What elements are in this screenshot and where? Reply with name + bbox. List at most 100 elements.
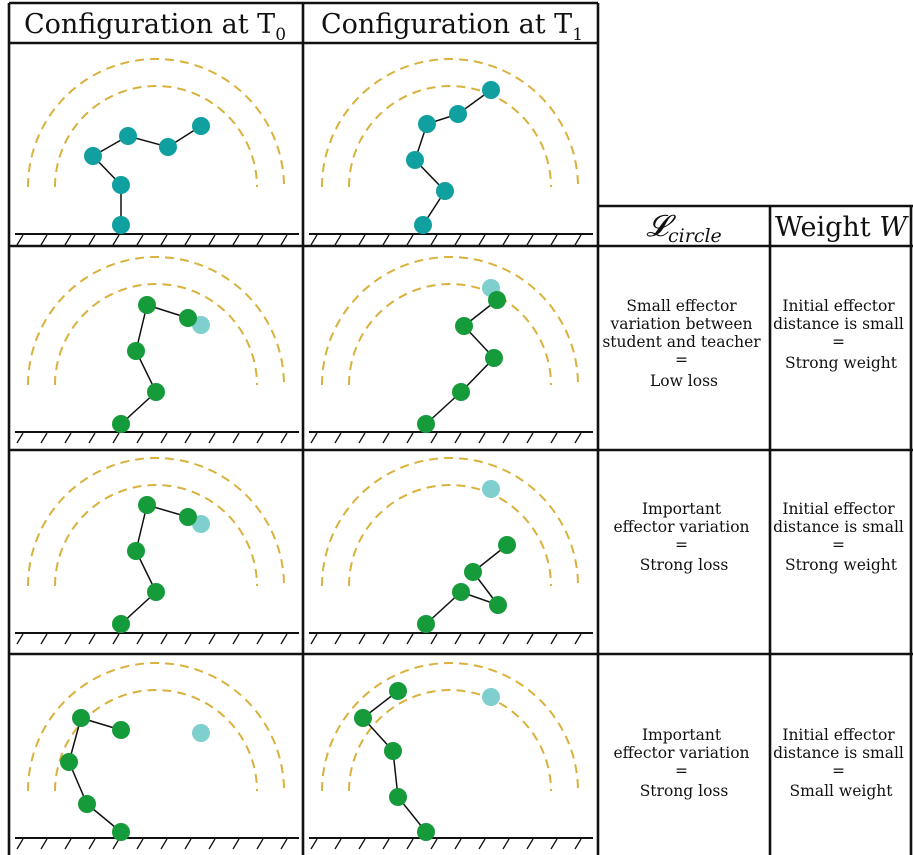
svg-text:Initial effector distanc: Initial effector distance is small = Sma…	[773, 726, 909, 800]
arm-joint	[119, 127, 137, 145]
ground-hatch	[136, 432, 144, 444]
ground-hatch	[40, 234, 48, 246]
arm-joint	[455, 317, 473, 335]
ground-hatch	[550, 432, 558, 444]
ground-hatch	[40, 633, 48, 645]
ground-hatch	[334, 633, 342, 645]
inner-reach-arc	[348, 283, 552, 386]
arm-joint	[482, 81, 500, 99]
ground-hatch	[112, 838, 120, 850]
ground-hatch	[310, 432, 318, 444]
ground-hatch	[256, 838, 264, 850]
arm-joint	[449, 105, 467, 123]
inner-reach-arc	[54, 689, 258, 792]
svg-text:Initial effector distanc: Initial effector distance is small = Str…	[773, 297, 909, 372]
arm-joint	[384, 742, 402, 760]
ground-hatch	[478, 432, 486, 444]
ground-hatch	[40, 432, 48, 444]
ground-hatch	[160, 234, 168, 246]
outer-reach-arc	[321, 662, 579, 792]
ground-hatch	[160, 838, 168, 850]
ground-hatch	[184, 838, 192, 850]
inner-reach-arc	[348, 689, 552, 792]
ground-hatch	[88, 432, 96, 444]
arm-joint	[389, 682, 407, 700]
arm-joint	[179, 309, 197, 327]
ground-hatch	[232, 838, 240, 850]
arm-links	[120, 304, 189, 425]
teacher-effector-joint	[482, 688, 500, 706]
ground-hatch	[64, 432, 72, 444]
outer-reach-arc	[27, 256, 285, 386]
arm-joint	[112, 823, 130, 841]
ground-hatch	[574, 234, 582, 246]
outer-reach-arc	[321, 256, 579, 386]
arm-joint	[464, 563, 482, 581]
ground-hatch	[574, 432, 582, 444]
arm-joint	[112, 415, 130, 433]
inner-reach-arc	[54, 484, 258, 587]
ground-hatch	[184, 432, 192, 444]
ground-hatch	[502, 432, 510, 444]
ground-hatch	[310, 838, 318, 850]
ground-hatch	[232, 234, 240, 246]
arm-joint	[485, 349, 503, 367]
arm-joint	[159, 138, 177, 156]
arm-joint	[147, 383, 165, 401]
ground-hatch	[280, 838, 288, 850]
arm-joint	[418, 115, 436, 133]
arm-joint	[417, 823, 435, 841]
ground-hatch	[256, 432, 264, 444]
ground-hatch	[478, 234, 486, 246]
header-config-t0: Configuration at T0	[24, 9, 286, 45]
arm-joint	[147, 583, 165, 601]
ground-hatch	[382, 234, 390, 246]
ground-hatch	[88, 838, 96, 850]
arm-joint	[127, 342, 145, 360]
table-grid	[7, 1, 913, 855]
inner-reach-arc	[348, 85, 552, 188]
ground-hatch	[160, 432, 168, 444]
header-loss-circle: 𝓛circle	[646, 209, 722, 247]
row-4-loss-text: Important effector variation = Strong lo…	[614, 726, 755, 800]
ground-hatch	[40, 838, 48, 850]
arm-joint	[406, 151, 424, 169]
ground-hatch	[502, 838, 510, 850]
outer-reach-arc	[321, 58, 579, 188]
ground-hatch	[64, 838, 72, 850]
ground-hatch	[358, 432, 366, 444]
svg-text:Important effector varia: Important effector variation = Strong lo…	[614, 726, 755, 800]
ground-hatch	[406, 633, 414, 645]
arm-joint	[489, 596, 507, 614]
ground-hatch	[502, 234, 510, 246]
ground-hatch	[112, 633, 120, 645]
ground-hatch	[454, 234, 462, 246]
ground-hatch	[382, 633, 390, 645]
ground-hatch	[280, 432, 288, 444]
svg-text:Important effector varia: Important effector variation = Strong lo…	[614, 500, 755, 574]
ground-hatch	[160, 633, 168, 645]
outer-reach-arc	[321, 457, 579, 587]
svg-text:Configuration at T1: Configuration at T1	[321, 9, 583, 45]
arm-joint	[417, 615, 435, 633]
ground-hatch	[64, 234, 72, 246]
arm-joint	[112, 721, 130, 739]
ground-hatch	[526, 234, 534, 246]
ground-hatch	[256, 234, 264, 246]
arm-joint	[112, 615, 130, 633]
ground-hatch	[406, 234, 414, 246]
ground-hatch	[112, 432, 120, 444]
ground-hatch	[574, 633, 582, 645]
ground-hatch	[406, 432, 414, 444]
ground-hatch	[430, 234, 438, 246]
ground-hatch	[16, 633, 24, 645]
teacher-effector-joint	[482, 480, 500, 498]
ground-hatch	[430, 633, 438, 645]
ground-hatch	[430, 838, 438, 850]
ground-hatch	[382, 432, 390, 444]
arm-joint	[498, 536, 516, 554]
ground-hatch	[430, 432, 438, 444]
arm-joint	[192, 117, 210, 135]
header-config-t1: Configuration at T1	[321, 9, 583, 45]
